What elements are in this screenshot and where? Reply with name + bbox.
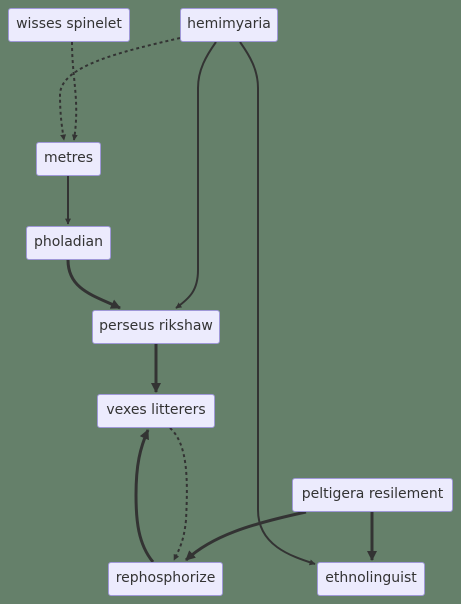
edge-hemimyaria-to-metres (58, 37, 181, 141)
edge-wisses-spinelet-to-metres (71, 41, 78, 141)
node-perseus-rikshaw: perseus rikshaw (92, 310, 220, 344)
edge-pholadian-to-perseus-rikshaw (66, 259, 121, 310)
node-hemimyaria: hemimyaria (180, 8, 278, 42)
node-pholadian: pholadian (26, 226, 111, 260)
node-wisses-spinelet: wisses spinelet (8, 8, 130, 42)
node-rephosphorize: rephosphorize (108, 562, 223, 596)
node-metres: metres (36, 142, 101, 176)
edge-hemimyaria-to-ethnolinguist (239, 41, 316, 566)
edge-rephosphorize-to-vexes-litterers (134, 429, 155, 563)
edge-peltigera-resilement-to-rephosphorize (184, 510, 307, 562)
node-ethnolinguist: ethnolinguist (317, 562, 425, 596)
edge-vexes-litterers-to-rephosphorize (169, 427, 188, 561)
edge-hemimyaria-to-perseus-rikshaw (175, 41, 217, 309)
node-peltigera-resilement: peltigera resilement (292, 478, 453, 512)
node-vexes-litterers: vexes litterers (97, 394, 215, 428)
